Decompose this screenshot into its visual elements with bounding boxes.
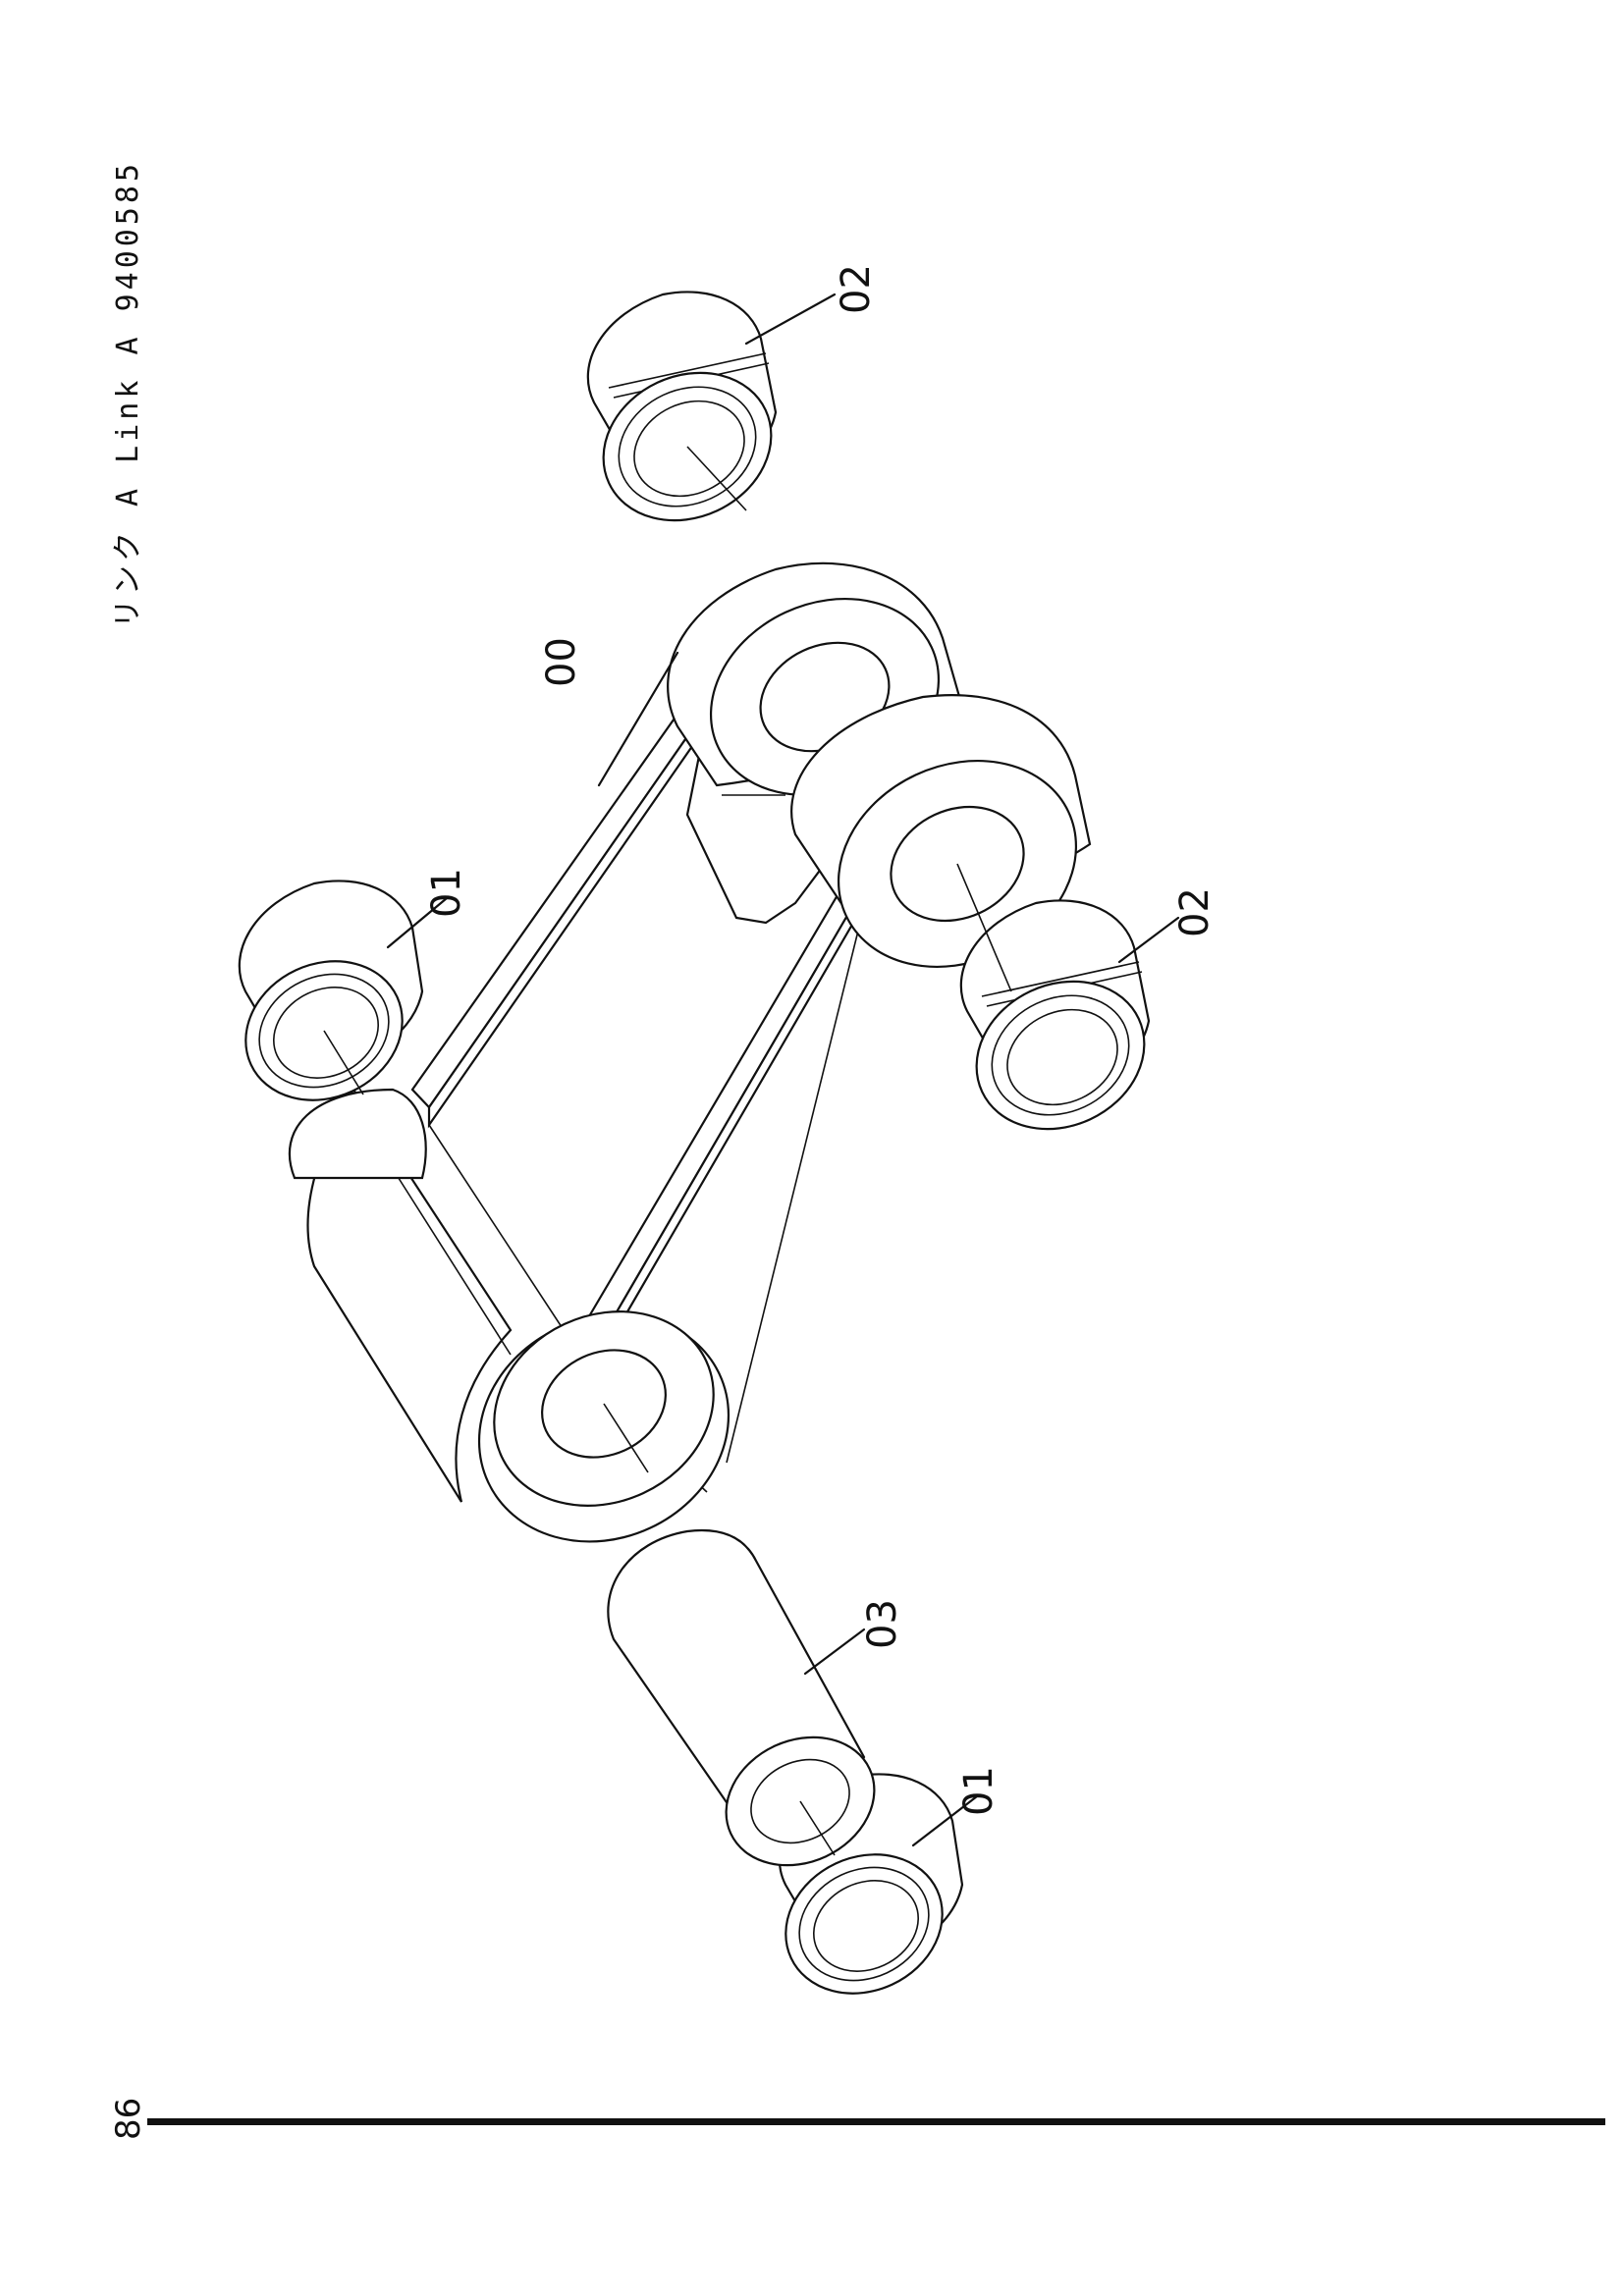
bushing-01-top [238,880,424,1101]
pin-03 [607,1528,876,1867]
footer-rule [147,2118,1605,2125]
bushing-02-right [959,899,1151,1131]
page-number: 86 [109,2098,148,2140]
callout-00: 00 [539,637,584,687]
bushing-02-top [586,291,778,522]
boss-right [790,694,1092,969]
callout-01-top: 01 [424,868,469,918]
callout-01-bottom: 01 [956,1766,1001,1816]
callout-02-top: 02 [834,264,879,314]
callout-03: 03 [860,1599,905,1649]
callout-02-right: 02 [1172,887,1217,937]
leader-lines [323,293,1180,1856]
drawing-title: リンク A Link A 9400585 [111,160,145,628]
